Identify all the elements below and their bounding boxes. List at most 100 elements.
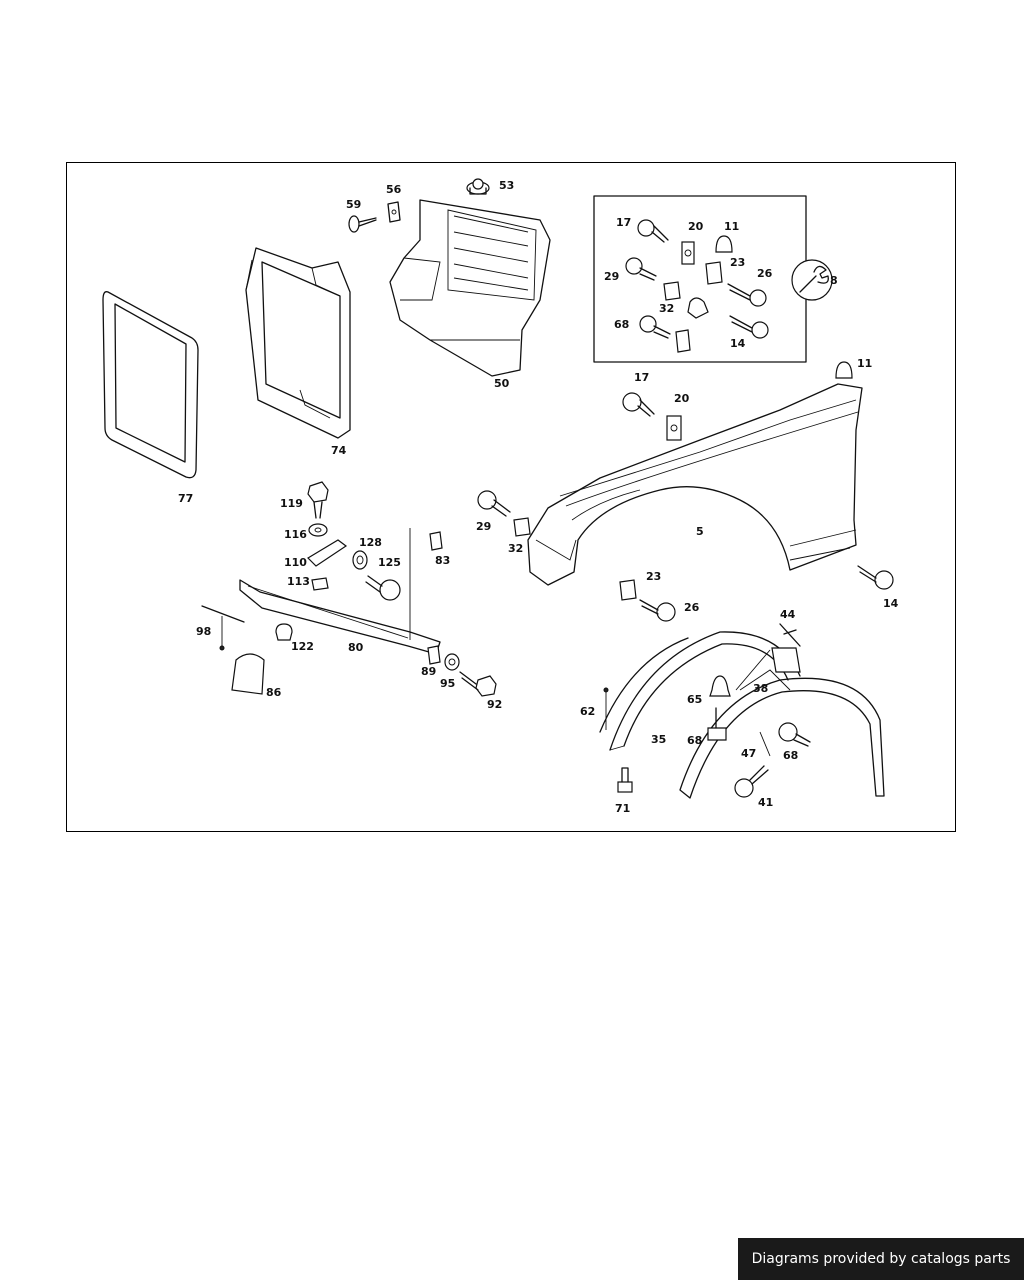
label-26: 26 [684,601,700,614]
part-128-washer[interactable] [352,550,368,570]
part-77-gasket[interactable] [102,291,199,479]
part-41-screw[interactable] [734,765,769,798]
box-part-68-bolt[interactable] [639,315,671,339]
part-113-clip[interactable] [311,577,329,591]
label-11: 11 [857,357,872,370]
label-119: 119 [280,497,303,510]
part-110-bracket[interactable] [307,539,348,567]
box-part-clip[interactable] [675,329,691,353]
leader-lines [735,649,771,757]
part-125-bolt[interactable] [365,575,401,601]
label-50: 50 [494,377,510,390]
box-part-26-screw[interactable] [727,283,767,307]
label-62: 62 [580,705,595,718]
label-box-68: 68 [614,318,629,331]
label-box-20: 20 [688,220,704,233]
part-32-clip[interactable] [513,517,531,537]
part-44-clip[interactable] [779,623,801,647]
label-box-8: 8 [830,274,838,287]
part-23-clip[interactable] [619,579,637,601]
label-59: 59 [346,198,361,211]
label-41: 41 [758,796,773,809]
part-5-fender[interactable] [527,383,863,586]
label-122: 122 [291,640,314,653]
part-122-plug[interactable] [275,623,293,641]
box-part-11-cap[interactable] [715,235,733,253]
part-83-bracket[interactable] [409,528,443,640]
label-47: 47 [741,747,756,760]
label-17: 17 [634,371,649,384]
part-29-bolt[interactable] [477,490,511,517]
label-74: 74 [331,444,347,457]
part-38-bracket[interactable] [739,647,801,691]
label-box-32: 32 [659,302,674,315]
part-62-trim[interactable] [599,637,689,733]
box-part-8-wrench-icon[interactable] [791,259,833,301]
label-box-11: 11 [724,220,739,233]
label-125: 125 [378,556,401,569]
label-86: 86 [266,686,282,699]
part-86-cover[interactable] [231,653,265,695]
label-box-17: 17 [616,216,631,229]
label-68-a: 68 [687,734,702,747]
part-56-clip[interactable] [387,201,401,223]
label-89: 89 [421,665,436,678]
label-95: 95 [440,677,455,690]
label-116: 116 [284,528,307,541]
part-50-air-duct[interactable] [389,199,551,377]
part-53-cap[interactable] [466,178,490,195]
part-14-bolt[interactable] [857,565,894,590]
part-59-screw[interactable] [348,215,377,233]
part-65-nut[interactable] [709,675,731,697]
part-116-washer[interactable] [308,523,328,537]
part-119-bolt[interactable] [307,481,329,519]
part-89-clip[interactable] [427,645,441,665]
label-14: 14 [883,597,899,610]
label-20: 20 [674,392,690,405]
label-box-14: 14 [730,337,746,350]
box-part-29-bolt[interactable] [625,257,657,281]
label-128: 128 [359,536,382,549]
label-83: 83 [435,554,450,567]
label-44: 44 [780,608,796,621]
label-71: 71 [615,802,630,815]
label-110: 110 [284,556,307,569]
part-20-nut[interactable] [666,415,682,441]
label-box-26: 26 [757,267,773,280]
box-part-32-clip[interactable] [663,281,681,301]
label-68-b: 68 [783,749,798,762]
part-26-screw[interactable] [639,599,676,622]
box-part-32-nut[interactable] [687,297,709,319]
part-68-bolt-right[interactable] [778,722,811,747]
part-47-arch-liner[interactable] [679,677,885,799]
label-35: 35 [651,733,666,746]
label-56: 56 [386,183,402,196]
box-part-14-bolt[interactable] [729,315,769,339]
label-53: 53 [499,179,514,192]
label-box-29: 29 [604,270,619,283]
part-71-fastener[interactable] [617,767,633,793]
box-part-23-clip[interactable] [705,261,723,285]
diagram-frame [66,162,956,832]
part-68-bolt-lower[interactable] [707,707,727,741]
part-74-shroud[interactable] [245,247,351,439]
part-17-bolt[interactable] [622,392,655,417]
label-32: 32 [508,542,523,555]
label-box-23: 23 [730,256,745,269]
label-5: 5 [696,525,704,538]
label-80: 80 [348,641,364,654]
label-29: 29 [476,520,491,533]
part-92-bolt[interactable] [459,671,497,697]
label-65: 65 [687,693,702,706]
footer-credit: Diagrams provided by catalogs parts [738,1238,1024,1280]
part-98-cable[interactable] [201,605,245,651]
label-77: 77 [178,492,193,505]
box-part-17-bolt[interactable] [637,219,669,243]
part-35-arch-liner[interactable] [609,631,801,751]
label-92: 92 [487,698,502,711]
box-part-20-nut[interactable] [681,241,695,265]
part-11-cap[interactable] [835,361,853,379]
part-95-washer[interactable] [444,653,460,671]
label-23: 23 [646,570,661,583]
